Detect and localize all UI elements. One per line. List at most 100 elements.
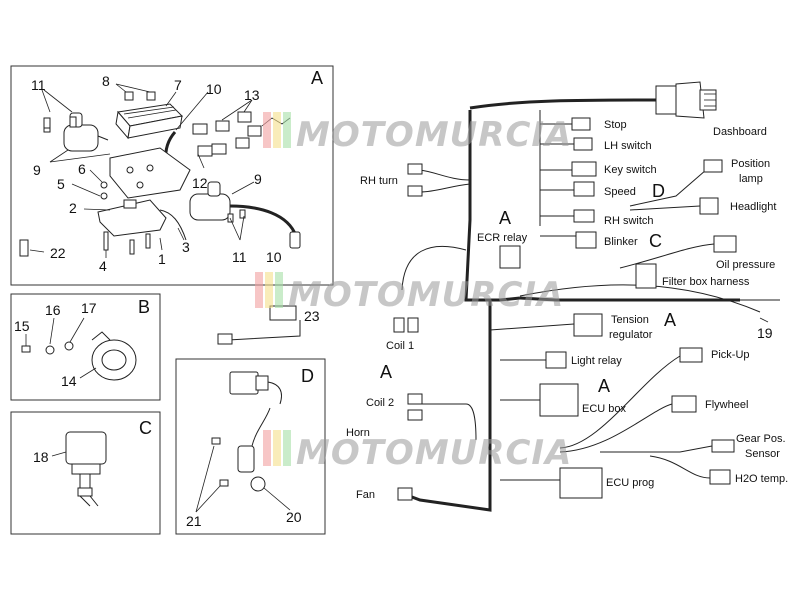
connector-light-relay bbox=[545, 351, 567, 369]
connector-coil1-a bbox=[393, 317, 405, 333]
label-stop: Stop bbox=[604, 119, 627, 131]
connector-coil2-a bbox=[407, 393, 423, 405]
connector-pick-up bbox=[679, 347, 703, 363]
leader-17 bbox=[69, 317, 85, 343]
panel-a: A bbox=[10, 65, 334, 286]
connector-key-switch bbox=[571, 161, 597, 177]
leader-16 bbox=[49, 317, 55, 345]
ignition-coil-right bbox=[189, 181, 301, 249]
label-speed: Speed bbox=[604, 186, 636, 198]
panel-a-leaders bbox=[41, 83, 255, 258]
panel-c: C 18 bbox=[10, 411, 161, 535]
part-14: 14 bbox=[61, 373, 77, 389]
panel-d: D 21 20 bbox=[175, 358, 326, 535]
callout-tension-a: A bbox=[664, 310, 676, 330]
connector-headlight bbox=[699, 197, 719, 215]
label-gear-pos-2: Sensor bbox=[745, 448, 780, 460]
wire-flywheel bbox=[559, 403, 673, 453]
relay-18 bbox=[65, 431, 107, 507]
part-4: 4 bbox=[99, 258, 107, 274]
label-ecr-relay: ECR relay bbox=[477, 232, 528, 244]
main-harness bbox=[217, 81, 780, 512]
part-18: 18 bbox=[33, 449, 49, 465]
speed-sensor bbox=[237, 407, 271, 492]
callout-coil2-a: A bbox=[380, 362, 392, 382]
connector-gear-pos bbox=[711, 439, 735, 453]
panel-b-frame bbox=[10, 293, 161, 401]
wire-oil-pressure bbox=[619, 243, 715, 269]
connector-speed bbox=[573, 181, 595, 197]
connector-rh-switch bbox=[573, 209, 595, 223]
part-5: 5 bbox=[57, 176, 65, 192]
panel-c-letter: C bbox=[139, 418, 152, 438]
horn-body bbox=[91, 331, 137, 381]
connector-ecu-prog bbox=[559, 467, 603, 499]
part-6: 6 bbox=[78, 161, 86, 177]
ecu-module bbox=[115, 91, 184, 140]
label-filter-box-harness: Filter box harness bbox=[662, 276, 750, 288]
part-2: 2 bbox=[69, 200, 77, 216]
lead-wire bbox=[159, 209, 187, 241]
part-8: 8 bbox=[102, 73, 110, 89]
part-17: 17 bbox=[81, 300, 97, 316]
screws-21 bbox=[211, 437, 229, 487]
label-headlight: Headlight bbox=[730, 201, 776, 213]
label-ecu-prog: ECU prog bbox=[606, 477, 654, 489]
wire-coil1 bbox=[401, 245, 467, 291]
leader-21a bbox=[195, 445, 215, 513]
callout-ecu-a: A bbox=[598, 376, 610, 396]
part-10-right: 10 bbox=[266, 249, 282, 265]
watermarks: MOTOMURCIA MOTOMURCIA MOTOMURCIA bbox=[255, 112, 572, 473]
part-12: 12 bbox=[192, 175, 208, 191]
connector-filter-box bbox=[635, 263, 657, 289]
connector-position-lamp bbox=[703, 159, 723, 173]
switch-connector bbox=[229, 371, 282, 405]
connector-flywheel bbox=[671, 395, 697, 413]
connector-tension-regulator bbox=[573, 313, 603, 337]
watermark-bottom: MOTOMURCIA bbox=[296, 433, 572, 473]
part-13: 13 bbox=[244, 87, 260, 103]
part-16: 16 bbox=[45, 302, 61, 318]
watermark-logo-middle: MOTOMURCIA bbox=[255, 272, 564, 315]
wire-23 bbox=[227, 320, 301, 341]
label-rh-turn: RH turn bbox=[360, 175, 398, 187]
label-horn: Horn bbox=[346, 427, 370, 439]
part-10-top: 10 bbox=[206, 81, 222, 97]
fuse-22 bbox=[19, 239, 45, 257]
panel-a-frame bbox=[10, 65, 334, 286]
callout-speed-d: D bbox=[652, 181, 665, 201]
panel-d-letter: D bbox=[301, 366, 314, 386]
wire-h2o-temp bbox=[649, 455, 711, 479]
panel-c-frame bbox=[10, 411, 161, 535]
label-gear-pos-1: Gear Pos. bbox=[736, 433, 786, 445]
watermark-logo-top: MOTOMURCIA bbox=[263, 112, 572, 155]
label-tension-1: Tension bbox=[611, 314, 649, 326]
panel-b-letter: B bbox=[138, 297, 150, 317]
wire-pick-up bbox=[559, 355, 681, 449]
callout-blinker-c: C bbox=[649, 231, 662, 251]
wire-rh-turn-b bbox=[419, 183, 471, 193]
bolts-11-right bbox=[227, 209, 246, 223]
leader-18 bbox=[51, 451, 67, 457]
part-21: 21 bbox=[186, 513, 202, 529]
label-pick-up: Pick-Up bbox=[711, 349, 750, 361]
part-23: 23 bbox=[304, 308, 320, 324]
watermark-top: MOTOMURCIA bbox=[296, 115, 572, 155]
connector-ecu-box bbox=[539, 383, 579, 417]
connector-oil-pressure bbox=[713, 235, 737, 253]
callout-ecr-a: A bbox=[499, 208, 511, 228]
label-rh-switch: RH switch bbox=[604, 215, 654, 227]
connector-h2o-temp bbox=[709, 469, 731, 485]
part-15: 15 bbox=[14, 318, 30, 334]
part-22: 22 bbox=[50, 245, 66, 261]
label-dashboard: Dashboard bbox=[713, 126, 767, 138]
harness-labels: Dashboard Stop LH switch Key switch Spee… bbox=[304, 119, 788, 501]
leader-20 bbox=[263, 487, 291, 511]
connector-ecr-relay bbox=[499, 245, 521, 269]
watermark-middle: MOTOMURCIA bbox=[288, 275, 564, 315]
label-coil1: Coil 1 bbox=[386, 340, 414, 352]
horn-hardware bbox=[21, 341, 74, 355]
part-19: 19 bbox=[757, 325, 773, 341]
lower-plate bbox=[97, 199, 167, 237]
wire-rh-turn-a bbox=[419, 169, 471, 181]
